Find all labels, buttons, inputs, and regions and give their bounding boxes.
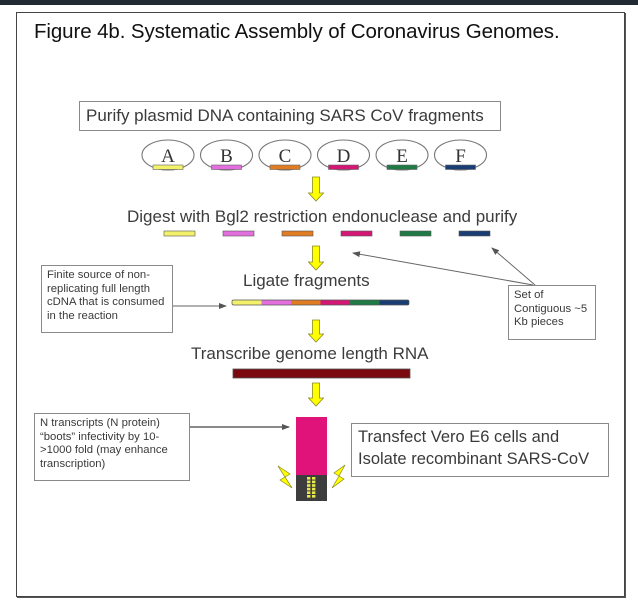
plasmid-outline <box>316 139 371 171</box>
digested-fragment-a <box>163 230 196 237</box>
contiguous-pieces-note: Set of Contiguous ~5 Kb pieces <box>508 285 596 340</box>
plasmid-label: C <box>279 146 292 167</box>
contiguous-note-line: Set of <box>514 289 544 301</box>
transcribe-step-label: Transcribe genome length RNA <box>191 344 429 363</box>
plasmid-outline <box>375 139 429 171</box>
ligated-segment-b <box>261 300 291 305</box>
down-arrow-icon <box>307 319 325 343</box>
ligated-segment-d <box>320 300 350 305</box>
plasmid-label: F <box>455 146 466 167</box>
digested-fragment-f <box>458 230 491 237</box>
cuvette-bottom <box>296 475 327 501</box>
digested-fragment-b <box>222 230 255 237</box>
plasmid-insert-bar <box>445 164 476 170</box>
n-transcripts-line: transcription) <box>40 457 106 470</box>
cuvette-electrode-dot <box>312 487 316 491</box>
plasmid-insert-bar <box>328 164 359 170</box>
plasmid-label: D <box>337 146 351 167</box>
genome-rna-bar <box>232 368 411 379</box>
plasmid-insert-bar <box>269 164 301 170</box>
transfect-step-box: Transfect Vero E6 cells and Isolate reco… <box>351 423 609 477</box>
contiguous-note-line: Kb pieces <box>514 316 564 329</box>
plasmid-f: F <box>433 139 488 171</box>
digest-step-label: Digest with Bgl2 restriction endonucleas… <box>127 207 518 226</box>
purify-step-label: Purify plasmid DNA containing SARS CoV f… <box>86 106 484 125</box>
n-transcripts-line: N transcripts (N protein) <box>40 417 160 429</box>
plasmid-insert-bar <box>386 164 418 170</box>
cuvette-electrode-dot <box>307 484 311 487</box>
cuvette-electrode-dot <box>307 495 311 498</box>
n-transcripts-line: >1000 fold (may enhance <box>40 444 168 457</box>
digested-fragment-c <box>281 230 314 237</box>
plasmid-outline <box>199 139 254 171</box>
finite-source-line: replicating full length <box>47 282 150 295</box>
lightning-bolt-icon <box>331 464 346 489</box>
ligated-bar-outline <box>231 299 410 306</box>
plasmid-label: A <box>161 146 175 167</box>
plasmid-outline <box>258 139 312 171</box>
cuvette-electrode-dot <box>312 491 316 494</box>
cuvette-electrode-dot <box>307 487 311 491</box>
plasmid-insert-bar <box>211 164 242 170</box>
contiguous-pointer-left <box>352 251 534 286</box>
ligate-step-label: Ligate fragments <box>243 271 370 290</box>
plasmid-insert-bar <box>152 164 184 170</box>
plasmid-e: E <box>375 139 429 171</box>
digested-fragment-d <box>340 230 373 237</box>
purify-step-box: Purify plasmid DNA containing SARS CoV f… <box>79 101 501 131</box>
cuvette-electrode-dot <box>312 495 316 498</box>
finite-source-line: cDNA that is consumed <box>47 296 165 309</box>
ligated-segment-a <box>232 300 262 305</box>
finite-source-line: Finite source of non- <box>47 269 150 281</box>
cuvette-electrode-dot <box>307 480 311 484</box>
top-band <box>0 0 638 5</box>
cuvette-top <box>296 417 327 475</box>
plasmid-b: B <box>199 139 254 171</box>
plasmid-label: E <box>396 146 408 167</box>
ligated-segment-f <box>379 300 409 305</box>
cuvette-electrode-dot <box>307 491 311 494</box>
plasmid-a: A <box>141 139 195 171</box>
down-arrow-icon <box>307 176 325 202</box>
finite-source-line: in the reaction <box>47 309 118 322</box>
n-transcripts-line: “boots” infectivity by 10- <box>40 430 160 443</box>
transfect-step-line1: Transfect Vero E6 cells and <box>358 428 560 446</box>
contiguous-note-line: Contiguous ~5 <box>514 302 588 315</box>
down-arrow-icon <box>307 382 325 407</box>
n-transcripts-note: N transcripts (N protein) “boots” infect… <box>34 413 190 481</box>
lightning-bolt-icon <box>277 465 293 489</box>
ligated-segment-e <box>350 300 380 305</box>
ligated-segment-c <box>291 300 321 305</box>
digested-fragment-e <box>399 230 432 237</box>
contiguous-pointer-right <box>491 247 536 286</box>
figure-title: Figure 4b. Systematic Assembly of Corona… <box>34 20 560 43</box>
down-arrow-icon <box>307 245 325 271</box>
electroporation-cuvette <box>296 417 327 501</box>
plasmid-outline <box>141 139 195 171</box>
transfect-step-line2: Isolate recombinant SARS-CoV <box>358 450 590 468</box>
cuvette-electrode-dot <box>312 484 316 487</box>
cuvette-electrode-dot <box>307 477 311 480</box>
cuvette-electrode-dot <box>312 477 316 480</box>
plasmid-c: C <box>258 139 312 171</box>
plasmid-outline <box>433 139 488 171</box>
finite-source-note: Finite source of non- replicating full l… <box>41 265 173 333</box>
cuvette-electrode-dot <box>312 480 316 484</box>
plasmid-label: B <box>220 146 233 167</box>
plasmid-d: D <box>316 139 371 171</box>
